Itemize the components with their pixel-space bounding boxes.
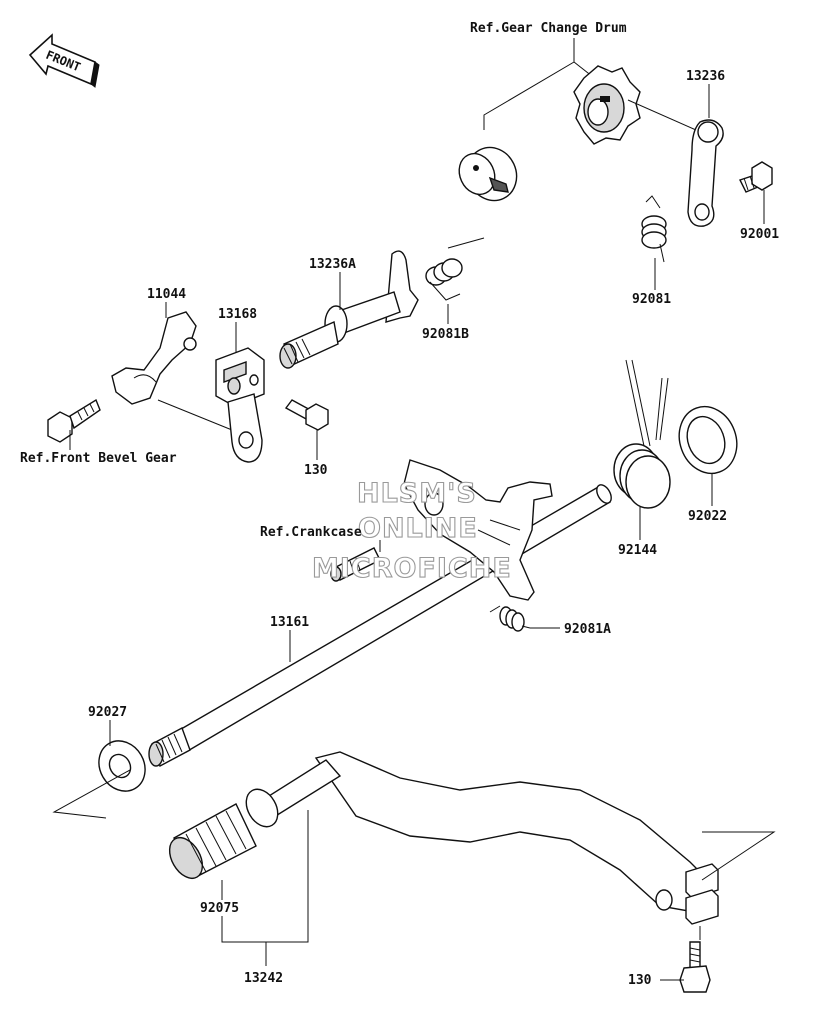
label-13168: 13168 [218, 307, 257, 322]
gear-change-pin-plate [573, 65, 641, 145]
part-13168-clamp-lever [215, 347, 265, 463]
part-13242-shift-pedal [245, 751, 719, 925]
label-13236: 13236 [686, 69, 725, 84]
part-11044-bracket [111, 311, 197, 405]
label-92027: 92027 [88, 705, 127, 720]
watermark-line-1: HLSM'S [357, 478, 477, 509]
label-92144: 92144 [618, 543, 657, 558]
watermark-line-2: ONLINE [358, 513, 478, 544]
label-11044: 11044 [147, 287, 186, 302]
label-ref-gear-change-drum: Ref.Gear Change Drum [470, 21, 627, 36]
label-92001: 92001 [740, 227, 779, 242]
part-13236A-arm [279, 250, 419, 369]
label-ref-crankcase: Ref.Crankcase [260, 525, 362, 540]
label-92081: 92081 [632, 292, 671, 307]
part-92081B-spring [425, 237, 485, 301]
shift-arm-plate [403, 459, 553, 601]
watermark-line-3: MICROFICHE [312, 553, 512, 584]
label-92075: 92075 [200, 901, 239, 916]
label-130-lower: 130 [628, 973, 652, 988]
part-92081-spring [641, 195, 667, 263]
label-13161: 13161 [270, 615, 309, 630]
front-arrow-icon: FRONT [28, 33, 100, 88]
label-92081A: 92081A [564, 622, 611, 637]
part-130-bolt-upper [284, 399, 329, 431]
part-92027-washer [98, 740, 146, 792]
label-ref-front-bevel-gear: Ref.Front Bevel Gear [20, 451, 177, 466]
part-92075-pedal-rubber [168, 803, 257, 879]
label-92022: 92022 [688, 509, 727, 524]
part-92081A-spring [489, 605, 531, 632]
label-13242: 13242 [244, 971, 283, 986]
part-92022-washer [678, 405, 738, 475]
part-130-bolt-lower [679, 941, 711, 993]
drum-cam [458, 146, 518, 202]
label-13236A: 13236A [309, 257, 356, 272]
part-92144-spring [613, 359, 671, 509]
crankcase-pin [330, 547, 381, 582]
label-92081B: 92081B [422, 327, 469, 342]
part-13236-lever [687, 119, 724, 227]
part-92001-bolt [739, 161, 773, 193]
front-bevel-gear-bolt [47, 398, 101, 443]
label-130-upper: 130 [304, 463, 328, 478]
